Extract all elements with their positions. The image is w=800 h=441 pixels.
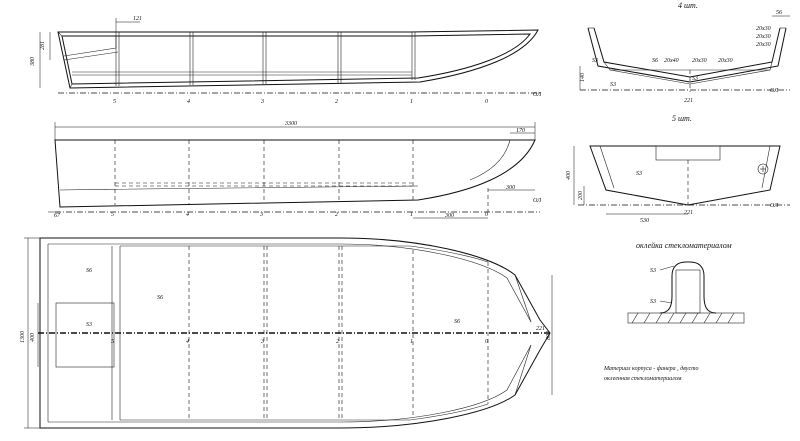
- plan-dim-800: 800: [546, 331, 552, 340]
- s4-dim-56: 56: [776, 10, 782, 16]
- s5-dim-530: 530: [640, 218, 649, 224]
- elevation-frame-5: 5: [111, 212, 114, 218]
- detail-label-s3: S3: [650, 268, 656, 274]
- elevation-dim-300b: 300: [444, 213, 454, 219]
- profile-frame-4: 4: [187, 98, 190, 105]
- s4-label-s6: S6: [652, 58, 658, 64]
- section-4-title: 4 шт.: [678, 1, 698, 10]
- note-line-1: Материал корпуса - фанера , двусто: [603, 365, 698, 372]
- plan-label-s6-c: S6: [454, 319, 460, 325]
- profile-frame-2: 2: [335, 99, 338, 105]
- plan-label-s6-a: S6: [86, 268, 92, 274]
- s5-dim-200: 200: [578, 191, 584, 200]
- plan-frame-2: 2: [336, 339, 339, 345]
- elevation-view: 3300 170 300 300 67 5 4 3 2 1 0 ОЛ: [48, 121, 542, 219]
- profile-frame-3: 3: [260, 99, 264, 105]
- s5-dim-400: 400: [565, 171, 572, 180]
- elevation-length-dim: 3300: [284, 121, 297, 127]
- elevation-frame-1: 1: [410, 212, 413, 218]
- s4-label-20x40: 20x40: [664, 57, 679, 64]
- section-4-view: 4 шт. 56 S6 20x40 20x30 20x30 20x30 20x3…: [579, 1, 790, 104]
- s4-dim-140: 140: [579, 73, 586, 82]
- s4-label-20x30-d: 20x30: [756, 42, 771, 48]
- plan-dim-400: 400: [29, 333, 36, 342]
- plan-label-s3: S3: [86, 322, 92, 328]
- detail-label-s3b: S3: [650, 299, 656, 305]
- s4-label-s3-a: S3: [592, 58, 598, 64]
- detail-title: оклейка стекломатериалом: [636, 241, 732, 250]
- s5-label-s3: S3: [636, 171, 642, 177]
- profile-frames: [115, 32, 416, 86]
- plan-frame-0: 0: [485, 339, 488, 345]
- s4-label-20x30-e: 20x30: [756, 26, 771, 32]
- s4-ol-label: ОЛ: [770, 88, 779, 94]
- elevation-ol-label: ОЛ: [533, 198, 542, 204]
- profile-frame-0: 0: [485, 99, 488, 105]
- plan-frame-4: 4: [186, 338, 189, 345]
- dim-380: 380: [30, 57, 36, 67]
- hatch-pattern: [631, 312, 735, 324]
- section-5-view: 5 шт. S3 400 200 530 221 ОЛ: [565, 114, 790, 224]
- s5-ol-label: ОЛ: [770, 203, 779, 209]
- elevation-frame-0: 0: [485, 212, 488, 218]
- s4-dim-221: 221: [684, 98, 693, 104]
- plan-frame-5: 5: [111, 339, 114, 345]
- s4-label-20x30-a: 20x30: [692, 58, 707, 64]
- elevation-dim-170: 170: [516, 128, 525, 134]
- elevation-frame-4: 4: [186, 211, 189, 218]
- plan-frame-1: 1: [410, 339, 413, 345]
- profile-view: 121 281 380 5 4 3 2 1 0 ОЛ: [30, 16, 542, 105]
- elevation-dim-300a: 300: [505, 185, 515, 191]
- profile-frame-5: 5: [113, 99, 116, 105]
- dim-121: 121: [133, 16, 142, 22]
- s4-label-20x30-b: 20x30: [718, 58, 733, 64]
- material-note: Материал корпуса - фанера , двусто оклее…: [603, 365, 698, 382]
- section-5-title: 5 шт.: [672, 114, 692, 123]
- s5-dim-221: 221: [684, 210, 693, 216]
- elevation-frame-2: 2: [335, 212, 338, 218]
- note-line-2: оклеенная стекломатериалом: [604, 376, 682, 382]
- plan-dim-221: 221: [536, 326, 545, 332]
- elevation-dim-67: 67: [54, 213, 61, 219]
- plan-width-dim: 1300: [20, 331, 26, 343]
- profile-frame-1: 1: [410, 99, 413, 105]
- dim-281: 281: [40, 41, 46, 50]
- plan-view: S6 S6 S6 S3 5 4 3 2 1 0 1300 400 221 800: [20, 237, 553, 429]
- plan-label-s6-b: S6: [157, 295, 163, 301]
- s4-label-20x30-c: 20x30: [756, 34, 771, 40]
- s4-label-s3-c: S3: [692, 76, 698, 82]
- plan-frame-3: 3: [260, 339, 264, 345]
- s4-label-s3-b: S3: [610, 82, 616, 88]
- detail-view: оклейка стекломатериалом S3 S3: [627, 241, 745, 324]
- elevation-frame-3: 3: [259, 212, 263, 218]
- profile-ol-label: ОЛ: [533, 92, 542, 98]
